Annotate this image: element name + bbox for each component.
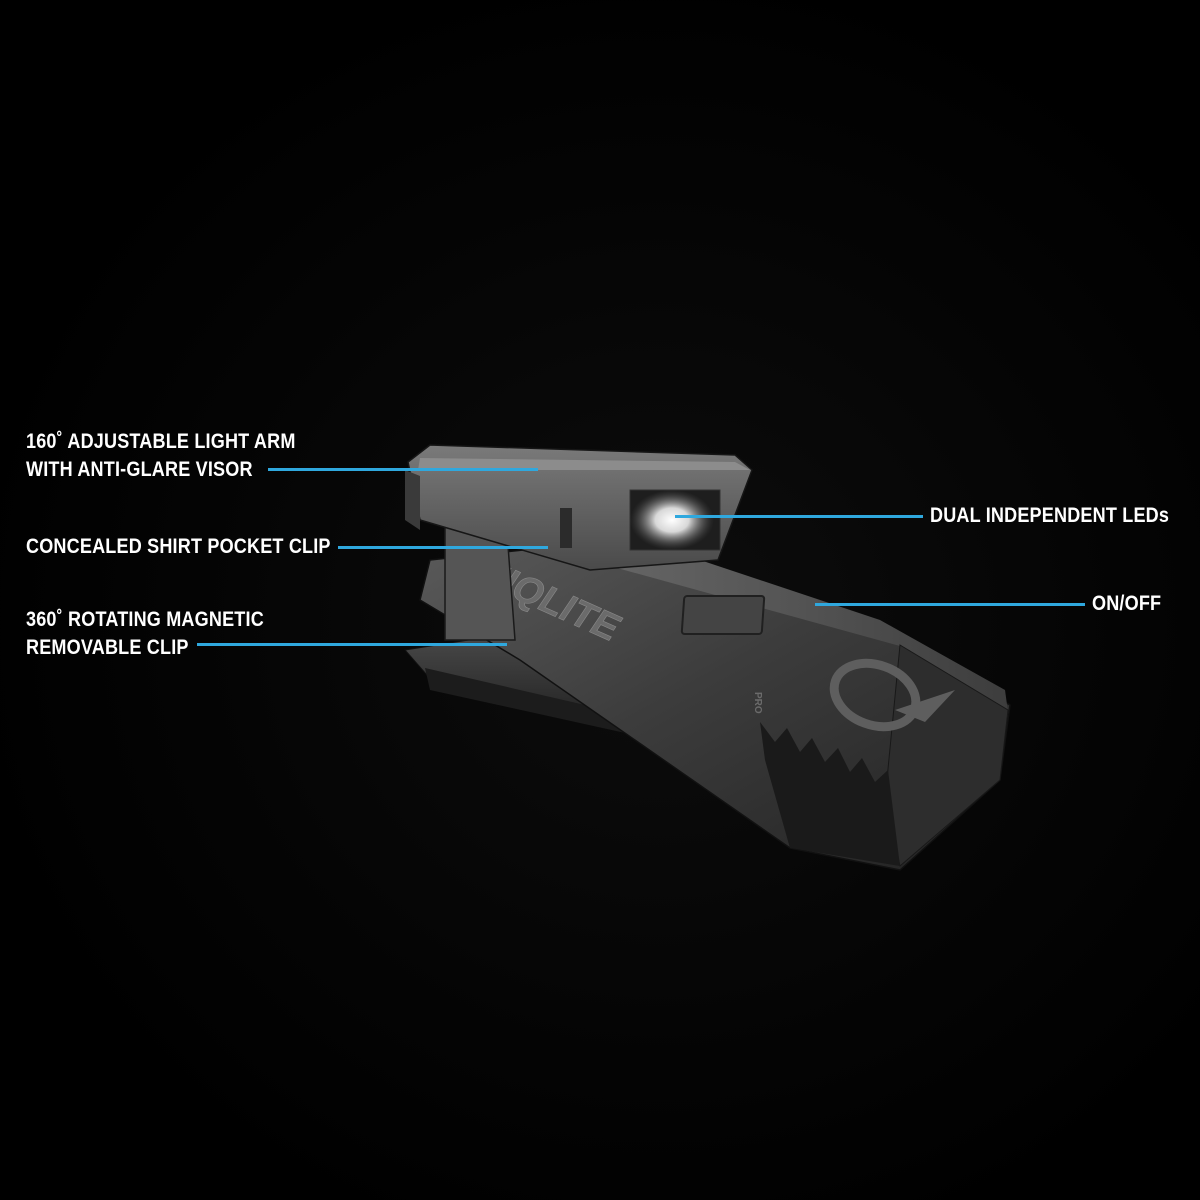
callout-magnetic-clip-line2: REMOVABLE CLIP (26, 636, 189, 659)
callout-power: ON/OFF (1092, 590, 1161, 618)
leader-line-light-arm (268, 468, 538, 471)
light-arm-shape (405, 444, 753, 571)
leader-line-leds (675, 515, 923, 518)
callout-pocket-clip: CONCEALED SHIRT POCKET CLIP (26, 533, 331, 561)
callout-leds-line1: DUAL INDEPENDENT LEDs (930, 504, 1170, 527)
led-glow (630, 490, 714, 550)
callout-leds: DUAL INDEPENDENT LEDs (930, 502, 1169, 530)
callout-power-line1: ON/OFF (1092, 592, 1162, 615)
leader-line-pocket-clip (338, 546, 548, 549)
model-embossed-text: PRO (752, 692, 763, 714)
callout-light-arm-line2: WITH ANTI-GLARE VISOR (26, 458, 253, 481)
callout-magnetic-clip: 360˚ ROTATING MAGNETIC REMOVABLE CLIP (26, 606, 264, 662)
leader-line-power (815, 603, 1085, 606)
callout-magnetic-clip-line1: 360˚ ROTATING MAGNETIC (26, 608, 264, 631)
callout-light-arm-line1: 160˚ ADJUSTABLE LIGHT ARM (26, 430, 296, 453)
q-logo-icon (829, 658, 955, 732)
leader-line-magnetic-clip (197, 643, 507, 646)
callout-light-arm: 160˚ ADJUSTABLE LIGHT ARM WITH ANTI-GLAR… (26, 428, 296, 484)
callout-pocket-clip-line1: CONCEALED SHIRT POCKET CLIP (26, 535, 331, 558)
